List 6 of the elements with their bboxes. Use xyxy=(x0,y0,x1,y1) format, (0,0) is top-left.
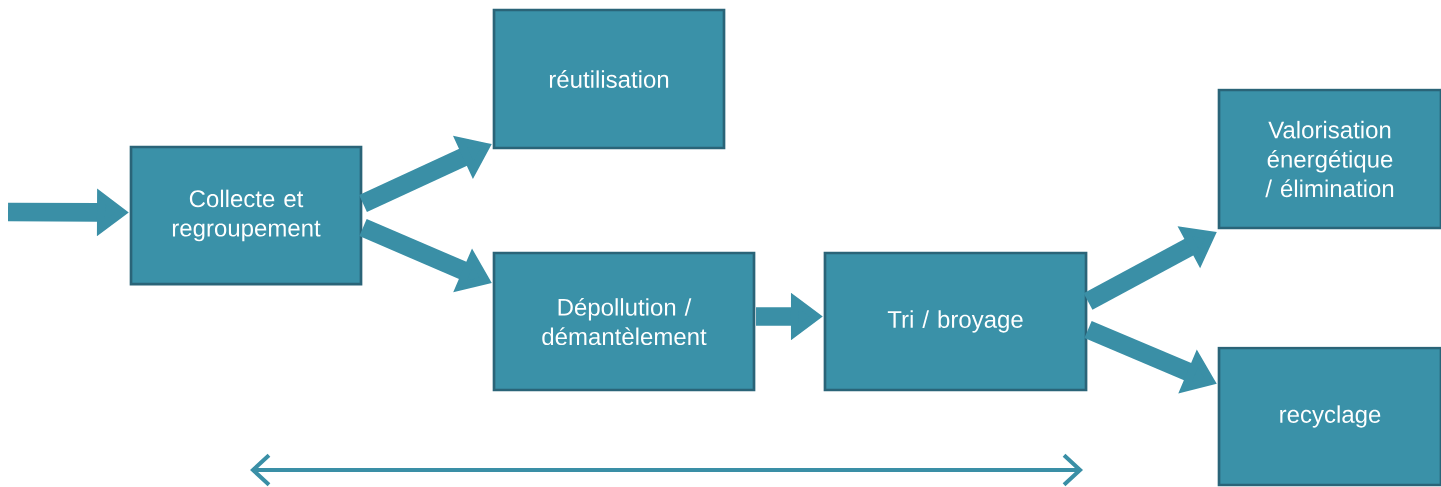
process-box: Collecte et regroupement xyxy=(129,145,363,286)
process-box: Tri / broyage xyxy=(823,251,1088,392)
process-box: Valorisation énergétique / élimination xyxy=(1217,88,1441,230)
process-box: réutilisation xyxy=(492,8,726,150)
process-box: recyclage xyxy=(1217,346,1441,487)
process-box: Dépollution / démantèlement xyxy=(492,251,756,392)
